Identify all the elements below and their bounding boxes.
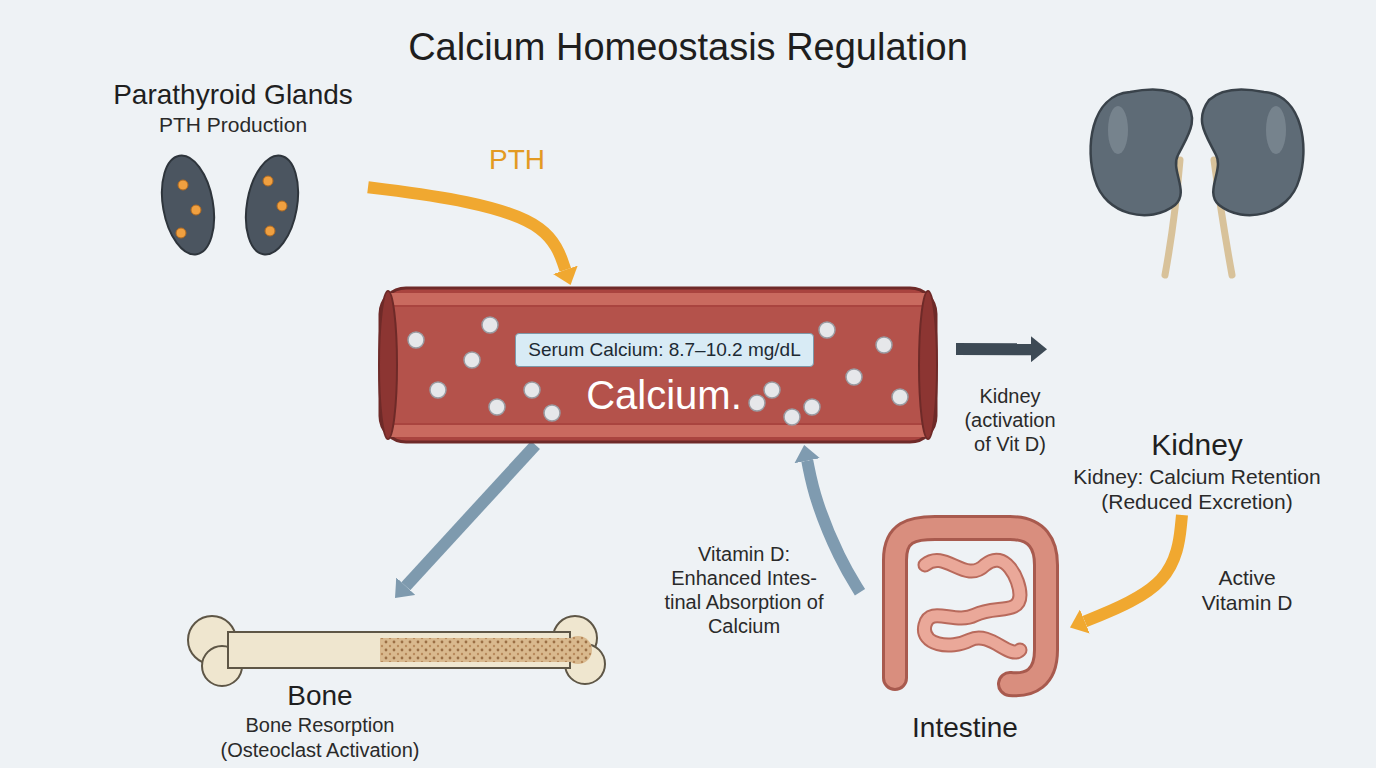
bone-spongy-end <box>564 636 592 664</box>
gland-spot <box>176 228 186 238</box>
kidney-highlight <box>1108 106 1128 154</box>
calcium-particle <box>408 332 424 348</box>
kidney-left <box>1091 90 1193 216</box>
arrow-label: PTH <box>470 143 564 177</box>
node-body: Kidney: Calcium Retention (Reduced Excre… <box>1052 464 1342 515</box>
vessel-end <box>919 291 937 439</box>
bone-marrow <box>380 638 570 662</box>
node-heading: Calcium. <box>372 371 956 420</box>
large-intestine <box>895 528 1046 684</box>
large-intestine-outline <box>895 528 1046 684</box>
small-intestine <box>924 560 1020 652</box>
vessel-end <box>379 291 397 439</box>
arrow-label: Kidney (activation of Vit D) <box>952 384 1068 456</box>
gland-spot <box>263 176 273 186</box>
gland-group: Parathyroid GlandsPTH Production <box>98 78 368 260</box>
bone-shaft <box>228 632 570 668</box>
kidney-right <box>1202 90 1304 216</box>
node-heading: Intestine <box>912 711 1018 745</box>
calcium-particle <box>846 369 862 385</box>
node-heading: Serum Calcium: 8.7–10.2 mg/dL <box>528 338 801 361</box>
arrow-label: Active Vitamin D <box>1185 565 1309 615</box>
organ-group: BoneBone Resorption (Osteoclast Activati… <box>170 598 470 762</box>
calcium-particle <box>819 322 835 338</box>
gland-spot <box>277 201 287 211</box>
calcium-particle <box>464 352 480 368</box>
flow-arrow <box>956 343 1031 355</box>
gland-spot <box>178 180 188 190</box>
node-heading: Kidney <box>1151 427 1243 464</box>
vessel-stripe <box>386 425 930 437</box>
intestine <box>895 528 1046 684</box>
blood-vessel: Calcium. Serum Calcium: 8.7–10.2 mg/dL <box>372 285 956 445</box>
vessel-stripe <box>386 293 930 305</box>
small-intestine-outline <box>924 560 1020 652</box>
diagram-title: Calcium Homeostasis Regulation <box>0 26 1376 69</box>
calcium-particle <box>892 389 908 405</box>
kidneys <box>1091 90 1304 275</box>
node-body: PTH Production <box>159 112 307 138</box>
calcium-particle <box>482 317 498 333</box>
node-heading: Bone <box>287 679 352 713</box>
vessel-wall <box>380 288 936 442</box>
organ-group: Intestine <box>860 510 1070 745</box>
gland-right <box>239 151 306 258</box>
calcium-particle <box>784 409 800 425</box>
gland-spot <box>191 205 201 215</box>
calcium-particle <box>524 382 540 398</box>
flow-arrow <box>368 187 565 270</box>
calcium-particle <box>430 382 446 398</box>
bone <box>188 616 605 686</box>
calcium-particle <box>749 395 765 411</box>
node-heading: Parathyroid Glands <box>113 78 353 112</box>
arrow-label: Vitamin D: Enhanced Intes- tinal Absorpt… <box>662 542 826 638</box>
organ-group: KidneyKidney: Calcium Retention (Reduced… <box>1047 90 1347 515</box>
parathyroid-glands <box>155 151 306 258</box>
node-body: Bone Resorption (Osteoclast Activation) <box>205 713 435 762</box>
flow-arrow <box>1085 515 1182 621</box>
calcium-particle <box>764 382 780 398</box>
calcium-particle <box>544 405 560 421</box>
value-box: Serum Calcium: 8.7–10.2 mg/dL <box>515 333 814 367</box>
gland-left <box>155 151 222 258</box>
kidney-highlight <box>1266 106 1286 154</box>
calcium-particle <box>804 399 820 415</box>
gland-spot <box>265 226 275 236</box>
flow-arrow <box>406 445 536 586</box>
calcium-particle <box>876 337 892 353</box>
calcium-particle <box>489 399 505 415</box>
